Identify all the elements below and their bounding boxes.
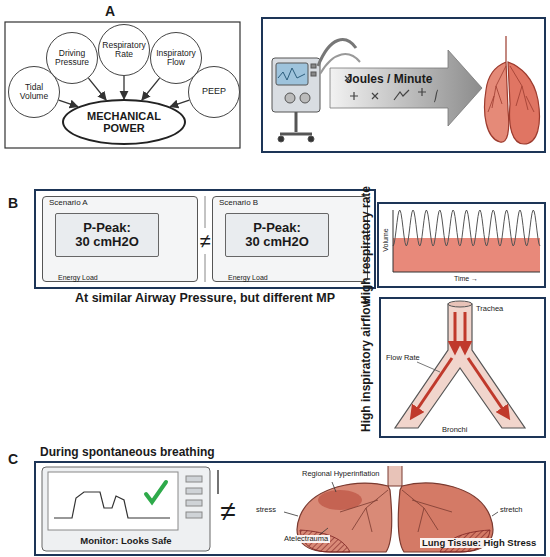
volume-wave [393,210,540,246]
annotation: High respiratory rate [360,186,373,304]
annotation: stress [256,506,276,514]
airway-tree [395,301,525,428]
annotation: Lung Tissue: High Stress [420,538,538,548]
connector-arrow [142,78,160,100]
node-text: P-Peak: [253,221,301,235]
annotation: Energy Load [228,274,268,282]
parameter-circle: Respiratory Rate [98,24,150,76]
node-text: Inspiratory Flow [151,49,201,68]
panel-frame [5,22,240,148]
annotation: Flow Rate [386,354,420,362]
lung-icon [485,36,540,144]
annotation: During spontaneous breathing [40,446,215,459]
monitor-icon [42,467,210,551]
volume-band [393,238,540,272]
monitor-screen: P-Peak:30 cmH2O [55,213,159,257]
parameter-circle: PEEP [188,66,240,118]
connector-arrow [88,78,106,100]
panel-frame [380,298,545,437]
node-text: PEEP [199,87,229,97]
annotation: Volume [382,228,390,251]
annotation: Atelectrauma [282,535,330,543]
monitor-screen: P-Peak:30 cmH2O [225,213,329,257]
node-text: Scenario B [219,199,258,208]
node-text: MECHANICAL POWER [64,110,184,134]
annotation: Regional Hyperinflation [300,470,382,478]
divider [205,196,206,228]
connector-arrow [59,100,78,106]
panel-frame [35,462,545,555]
connector-arrow [170,100,189,106]
divider [205,254,206,282]
node-text: 30 cmH2O [75,235,139,249]
annotation: Bronchi [440,426,469,434]
scenario-panel: Scenario B P-Peak:30 cmH2O [212,196,368,282]
panel-letter: ≠ [220,497,235,528]
annotation: stretch [500,506,523,514]
annotation: High inspiratory airflow [360,298,373,432]
connector-arrow [123,76,124,99]
axis [393,210,394,272]
parameter-circle: MECHANICAL POWER [62,99,186,145]
node-text: Scenario A [49,199,88,208]
panel-frame [35,190,375,288]
annotation: Energy Load [58,274,98,282]
parameter-circle: Driving Pressure [46,32,98,84]
panel-letter: ≠ [200,230,211,252]
panel-letter: C [8,452,18,467]
panel-letter: B [8,196,18,211]
axis [393,272,540,273]
scenario-panel: Scenario A P-Peak:30 cmH2O [42,196,198,282]
annotation: At similar Airway Pressure, but differen… [75,292,335,306]
annotation: Monitor: Looks Safe [80,536,171,546]
node-text: 30 cmH2O [245,235,309,249]
annotation: Trachea [476,305,503,313]
annotation: Joules / Minute [346,73,433,86]
panel-letter: A [105,4,115,19]
panel-frame [378,203,545,287]
divider [217,470,219,494]
node-text: Tidal Volume [9,83,59,102]
node-text: Respiratory Rate [99,41,149,60]
energy-arrow [330,50,482,126]
panel-frame [262,18,545,152]
annotation: Time → [454,275,478,283]
node-text: P-Peak: [83,221,131,235]
node-text: Driving Pressure [47,49,97,68]
